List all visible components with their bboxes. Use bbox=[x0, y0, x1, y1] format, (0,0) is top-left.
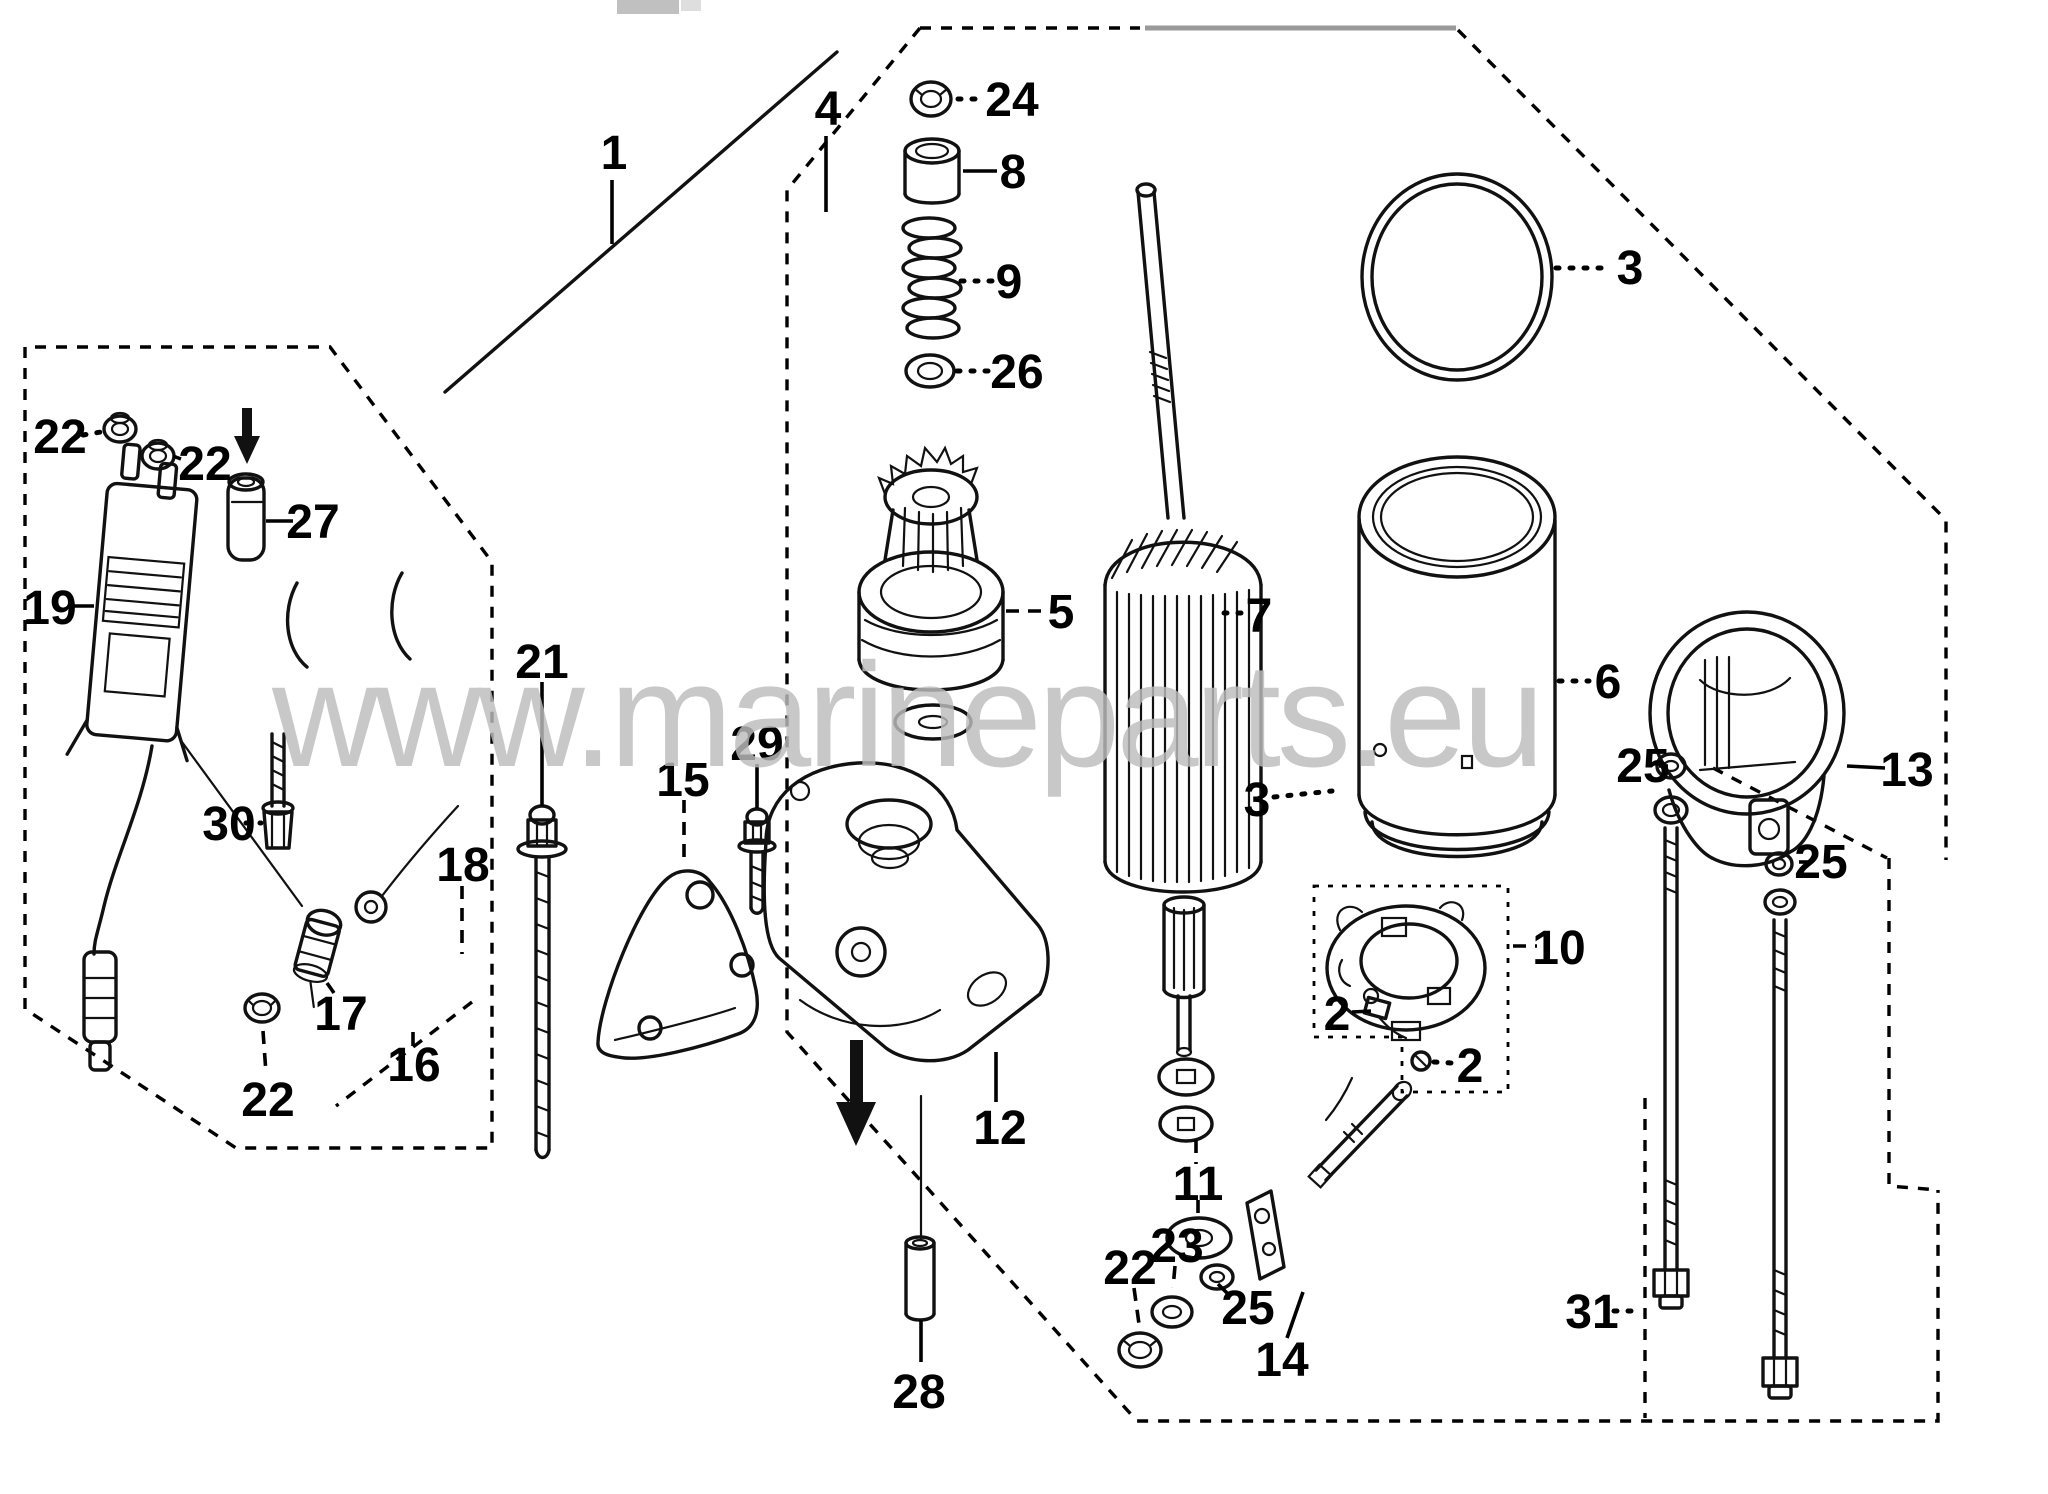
part-callout-22: 22 bbox=[33, 411, 86, 464]
part-29-bolt bbox=[737, 807, 777, 915]
callout-leader-2 bbox=[1431, 1059, 1455, 1066]
part-12-gear-case-cover bbox=[762, 761, 1050, 1063]
part-2-screw bbox=[1410, 1050, 1432, 1072]
part-callout-22: 22 bbox=[1103, 1242, 1156, 1295]
part-callout-25: 25 bbox=[1221, 1282, 1274, 1335]
assembly-arrow-top bbox=[234, 408, 260, 464]
part-callout-30: 30 bbox=[202, 798, 255, 851]
part-24-nut bbox=[909, 80, 953, 118]
part-19-ignition-coil bbox=[65, 442, 304, 1072]
callout-leader-22 bbox=[80, 429, 104, 438]
part-callout-6: 6 bbox=[1595, 656, 1622, 709]
callout-leader-14 bbox=[1285, 1291, 1305, 1339]
part-25-washer-bottom bbox=[1199, 1263, 1235, 1291]
part-6-starter-yoke bbox=[1357, 455, 1557, 837]
part-callout-10: 10 bbox=[1532, 922, 1585, 975]
part-31-through-bolt-left bbox=[1652, 752, 1690, 1310]
part-callout-19: 19 bbox=[23, 582, 76, 635]
part-callout-27: 27 bbox=[286, 496, 339, 549]
part-callout-1: 1 bbox=[601, 127, 628, 180]
part-22-nut-c bbox=[243, 992, 281, 1024]
callout-leader-22 bbox=[172, 454, 182, 461]
part-callout-22: 22 bbox=[241, 1074, 294, 1127]
part-3-o-ring-top bbox=[1360, 172, 1554, 382]
part-callout-22: 22 bbox=[178, 438, 231, 491]
callout-leader-17 bbox=[325, 981, 336, 995]
part-callout-11: 11 bbox=[1173, 1158, 1224, 1211]
part-28-spacer bbox=[904, 1094, 936, 1322]
part-2-brush bbox=[1362, 995, 1408, 1040]
part-callout-28: 28 bbox=[892, 1366, 945, 1419]
part-callout-16: 16 bbox=[387, 1039, 440, 1092]
part-21-bolt bbox=[516, 804, 568, 1160]
part-callout-31: 31 bbox=[1565, 1286, 1618, 1339]
part-callout-25: 25 bbox=[1794, 836, 1847, 889]
callout-leader-22 bbox=[261, 1030, 268, 1074]
part-callout-4: 4 bbox=[815, 83, 842, 136]
part-13-end-cap bbox=[1648, 610, 1846, 868]
region-border-group-4 bbox=[785, 25, 1948, 1423]
top-artifact bbox=[617, 0, 701, 14]
part-callout-14: 14 bbox=[1255, 1334, 1309, 1387]
part-callout-23: 23 bbox=[1150, 1220, 1203, 1273]
part-10-brush-holder bbox=[1325, 901, 1487, 1042]
part-22-nut-d bbox=[1117, 1331, 1163, 1369]
assembly-arrow-bottom bbox=[836, 1040, 876, 1146]
part-15-bracket bbox=[596, 869, 759, 1060]
part-26-washer bbox=[904, 353, 956, 389]
part-14-bracket bbox=[1245, 1189, 1286, 1281]
part-17-clamp bbox=[292, 908, 343, 1009]
part-callout-21: 21 bbox=[515, 636, 568, 689]
part-callout-13: 13 bbox=[1880, 744, 1933, 797]
part-31-through-bolt-right bbox=[1761, 851, 1799, 1400]
part-7-armature bbox=[1103, 182, 1263, 1058]
part-5-pinion-clutch bbox=[857, 445, 1005, 741]
part-23-washer bbox=[1150, 1295, 1194, 1329]
part-callout-2: 2 bbox=[1457, 1040, 1484, 1093]
callout-leader-13 bbox=[1846, 764, 1886, 770]
part-22-nut-b bbox=[140, 438, 176, 471]
part-callout-7: 7 bbox=[1246, 590, 1273, 643]
part-callout-15: 15 bbox=[656, 754, 709, 807]
part-callout-5: 5 bbox=[1048, 586, 1075, 639]
part-22-nut-a bbox=[102, 411, 138, 444]
part-callout-9: 9 bbox=[996, 256, 1023, 309]
region-border-brush-holder-box bbox=[1312, 884, 1510, 1094]
part-callout-29: 29 bbox=[730, 718, 783, 771]
callout-leader-2 bbox=[1351, 1009, 1372, 1014]
part-callout-2: 2 bbox=[1324, 988, 1351, 1041]
part-callout-3: 3 bbox=[1617, 242, 1644, 295]
part-callout-18: 18 bbox=[436, 839, 489, 892]
region-border-group-1 bbox=[443, 50, 839, 394]
part-11-washers bbox=[1157, 1057, 1233, 1260]
part-callout-3: 3 bbox=[1244, 774, 1271, 827]
part-30-bolt bbox=[261, 732, 295, 850]
part-9-spring bbox=[901, 216, 963, 340]
part-callout-17: 17 bbox=[314, 988, 367, 1041]
terminal-stud bbox=[1307, 1076, 1413, 1189]
part-callout-25: 25 bbox=[1616, 740, 1669, 793]
part-8-bushing bbox=[903, 137, 961, 205]
callout-leader-23 bbox=[1171, 1265, 1177, 1289]
part-callout-8: 8 bbox=[1000, 146, 1027, 199]
part-callout-26: 26 bbox=[990, 346, 1043, 399]
callout-leader-3 bbox=[1271, 788, 1335, 800]
part-18-wire-terminals bbox=[285, 571, 460, 924]
region-border-group-16 bbox=[23, 345, 494, 1150]
part-callout-12: 12 bbox=[973, 1102, 1026, 1155]
part-3-o-ring-bottom bbox=[1363, 810, 1551, 859]
callout-leader-22 bbox=[1132, 1287, 1141, 1325]
part-27-condenser bbox=[226, 472, 266, 562]
part-callout-24: 24 bbox=[985, 74, 1039, 127]
callout-leader-25 bbox=[1216, 1282, 1233, 1299]
